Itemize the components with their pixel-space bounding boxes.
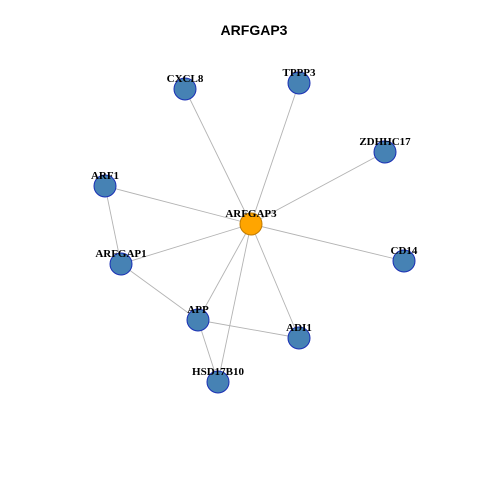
node-label-hsd17b10: HSD17B10 bbox=[192, 366, 244, 378]
node-arfgap3[interactable] bbox=[239, 212, 263, 236]
node-zdhhc17[interactable] bbox=[373, 140, 397, 164]
edge-app-adi1 bbox=[197, 319, 300, 339]
edge-arfgap3-tppp3 bbox=[250, 82, 300, 225]
node-cxcl8[interactable] bbox=[173, 77, 197, 101]
edge-arfgap3-zdhhc17 bbox=[250, 151, 386, 225]
node-tppp3[interactable] bbox=[287, 71, 311, 95]
edge-arfgap3-hsd17b10 bbox=[217, 223, 252, 383]
node-cd14[interactable] bbox=[392, 249, 416, 273]
node-label-arfgap3: ARFGAP3 bbox=[225, 208, 277, 220]
edge-arfgap3-arfgap1 bbox=[120, 223, 252, 265]
node-label-arfgap1: ARFGAP1 bbox=[95, 248, 146, 260]
graph-title: ARFGAP3 bbox=[221, 22, 288, 38]
node-arf1[interactable] bbox=[93, 174, 117, 198]
node-label-adi1: ADI1 bbox=[286, 322, 312, 334]
node-label-arf1: ARF1 bbox=[91, 170, 119, 182]
edge-arfgap3-cxcl8 bbox=[184, 88, 252, 225]
node-label-tppp3: TPPP3 bbox=[283, 67, 316, 79]
node-arfgap1[interactable] bbox=[109, 252, 133, 276]
edge-arf1-arfgap1 bbox=[104, 185, 122, 265]
node-label-zdhhc17: ZDHHC17 bbox=[359, 136, 411, 148]
nodes-layer bbox=[93, 71, 416, 394]
edge-arfgap3-adi1 bbox=[250, 223, 300, 339]
edge-arfgap1-app bbox=[120, 263, 199, 321]
edge-arfgap3-arf1 bbox=[104, 185, 252, 225]
node-app[interactable] bbox=[186, 308, 210, 332]
edge-arfgap3-app bbox=[197, 223, 252, 321]
node-hsd17b10[interactable] bbox=[206, 370, 230, 394]
node-label-app: APP bbox=[187, 304, 209, 316]
node-label-cxcl8: CXCL8 bbox=[167, 73, 204, 85]
node-adi1[interactable] bbox=[287, 326, 311, 350]
node-label-cd14: CD14 bbox=[391, 245, 418, 257]
edge-arfgap3-cd14 bbox=[250, 223, 405, 262]
